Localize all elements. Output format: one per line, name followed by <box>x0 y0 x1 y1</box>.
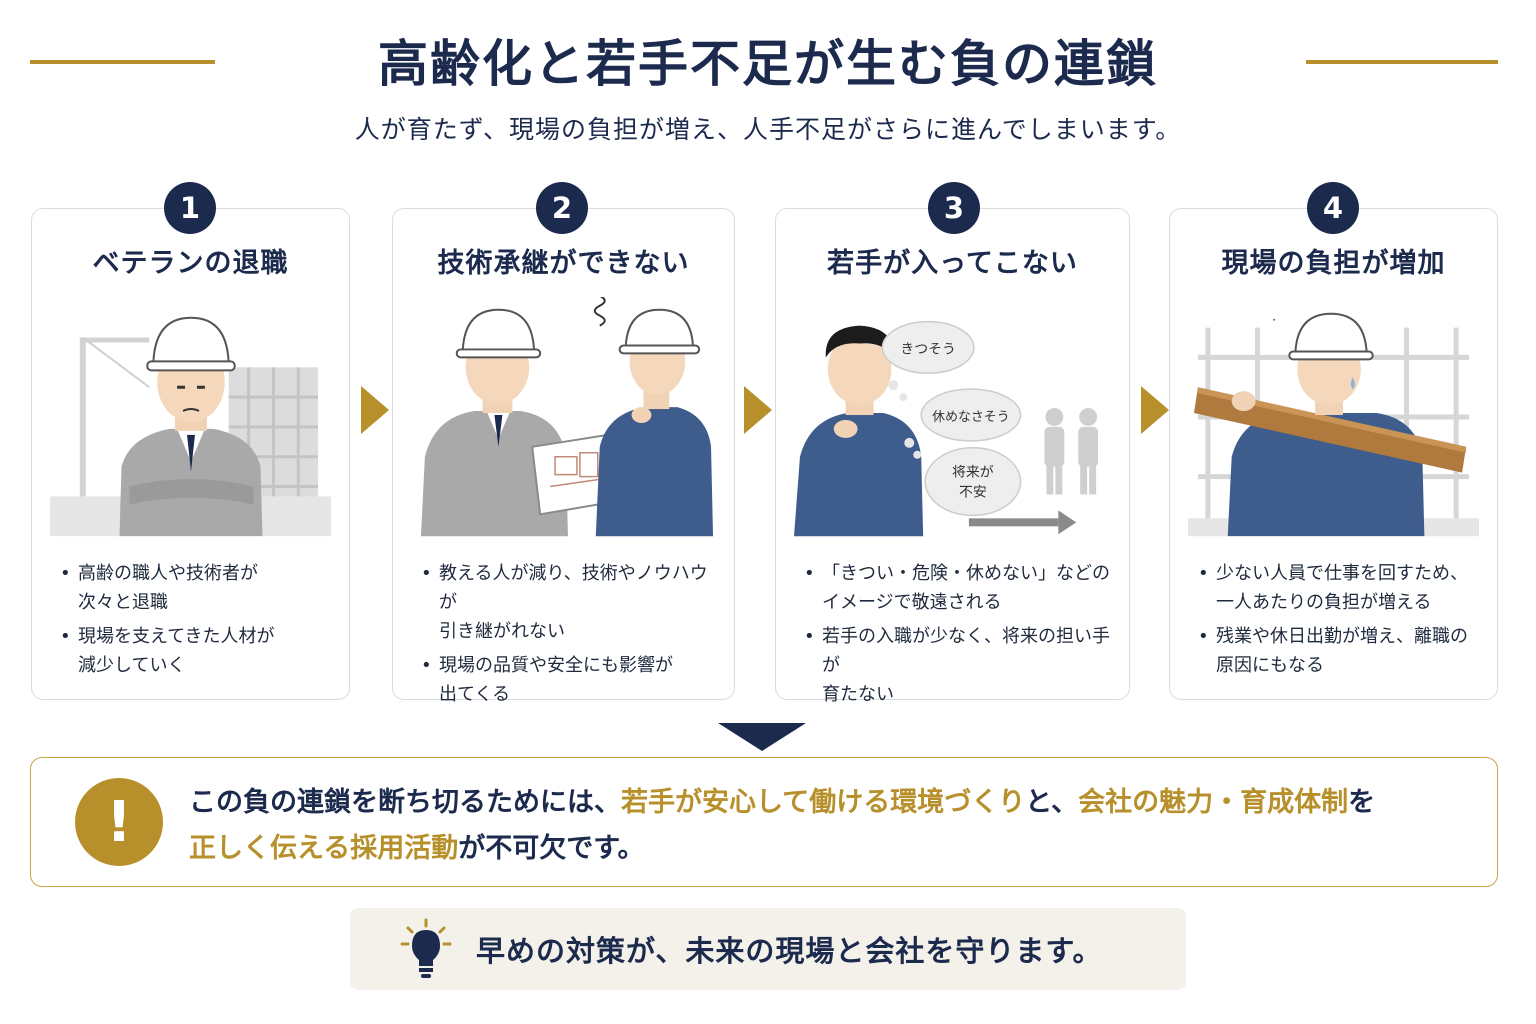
list-item: 高齢の職人や技術者が 次々と退職 <box>60 559 339 617</box>
exclamation-icon: ! <box>75 778 163 866</box>
step-bullets-1: 高齢の職人や技術者が 次々と退職 現場を支えてきた人材が 減少していく <box>60 559 339 685</box>
title-divider-left <box>30 60 215 64</box>
footer-message-box: 早めの対策が、未来の現場と会社を守ります。 <box>350 908 1186 990</box>
list-item: 現場の品質や安全にも影響が 出てくる <box>421 651 724 709</box>
list-item: 「きつい・危険・休めない」などの イメージで敬遠される <box>804 559 1119 617</box>
list-item: 残業や休日出勤が増え、離職の 原因にもなる <box>1198 622 1487 680</box>
step-bullets-2: 教える人が減り、技術やノウハウが 引き継がれない 現場の品質や安全にも影響が 出… <box>421 559 724 714</box>
page-title: 高齢化と若手不足が生む負の連鎖 <box>378 35 1158 93</box>
callout-highlight-appeal: 会社の魅力・育成体制 <box>1078 787 1349 818</box>
callout-text: この負の連鎖を断ち切るためには、若手が安心して働ける環境づくりと、会社の魅力・育… <box>189 780 1479 872</box>
step-number-3: 3 <box>928 182 980 234</box>
flow-arrow-2 <box>744 386 772 434</box>
bubble-text-2: 休めなさそう <box>932 410 1009 425</box>
bubble-text-1: きつそう <box>900 341 956 357</box>
step-title-2: 技術承継ができない <box>437 248 690 279</box>
list-item: 現場を支えてきた人材が 減少していく <box>60 622 339 680</box>
step-card-4: 現場の負担が増加 ᠂ 少ない人員で仕事を回すため、 一人あたりの負担が増える 残… <box>1169 208 1498 700</box>
step-title-3: 若手が入ってこない <box>827 248 1078 279</box>
list-item: 若手の入職が少なく、将来の担い手が 育たない <box>804 622 1119 709</box>
overburdened-worker-illustration: ᠂ <box>1188 297 1479 537</box>
step-title-1: ベテランの退職 <box>92 248 289 279</box>
callout-highlight-environment: 若手が安心して働ける環境づくり <box>621 787 1026 818</box>
step-number-4: 4 <box>1307 182 1359 234</box>
step-card-2: 技術承継ができない 教える人が減り、技術やノウハウが 引き継がれない 現場の品質… <box>392 208 735 705</box>
step-card-1: ベテランの退職 <box>31 208 350 700</box>
title-row: 高齢化と若手不足が生む負の連鎖 <box>0 22 1536 102</box>
lightbulb-icon <box>400 918 452 978</box>
flow-arrow-3 <box>1141 386 1169 434</box>
callout-text-part: が不可欠です。 <box>458 833 645 864</box>
callout-text-part: と、 <box>1025 787 1079 818</box>
list-item: 教える人が減り、技術やノウハウが 引き継がれない <box>421 559 724 646</box>
step-bullets-3: 「きつい・危険・休めない」などの イメージで敬遠される 若手の入職が少なく、将来… <box>804 559 1119 714</box>
callout-text-part: この負の連鎖を断ち切るためには、 <box>189 787 621 818</box>
callout-text-part: を <box>1348 787 1376 818</box>
list-item: 少ない人員で仕事を回すため、 一人あたりの負担が増える <box>1198 559 1487 617</box>
step-bullets-4: 少ない人員で仕事を回すため、 一人あたりの負担が増える 残業や休日出勤が増え、離… <box>1198 559 1487 685</box>
conclusion-callout: ! この負の連鎖を断ち切るためには、若手が安心して働ける環境づくりと、会社の魅力… <box>30 757 1498 887</box>
young-worker-hesitating-illustration: きつそう 休めなさそう 将来が 不安 <box>794 297 1111 537</box>
bubble-text-4: 不安 <box>959 484 987 500</box>
down-arrow-icon <box>718 723 806 751</box>
step-title-4: 現場の負担が増加 <box>1221 248 1446 279</box>
retiring-veteran-illustration <box>50 297 331 537</box>
step-card-3: 若手が入ってこない きつそう 休めなさそう 将来が 不安 <box>775 208 1130 705</box>
technique-handover-illustration <box>411 297 716 537</box>
page-subtitle: 人が育たず、現場の負担が増え、人手不足がさらに進んでしまいます。 <box>354 115 1182 144</box>
callout-highlight-recruiting: 正しく伝える採用活動 <box>189 833 459 864</box>
title-divider-right <box>1306 60 1498 64</box>
flow-arrow-1 <box>361 386 389 434</box>
step-number-2: 2 <box>536 182 588 234</box>
step-number-1: 1 <box>164 182 216 234</box>
footer-text: 早めの対策が、未来の現場と会社を守ります。 <box>476 934 1103 968</box>
svg-text:᠂: ᠂ <box>1269 314 1275 330</box>
bubble-text-3: 将来が <box>952 465 994 481</box>
